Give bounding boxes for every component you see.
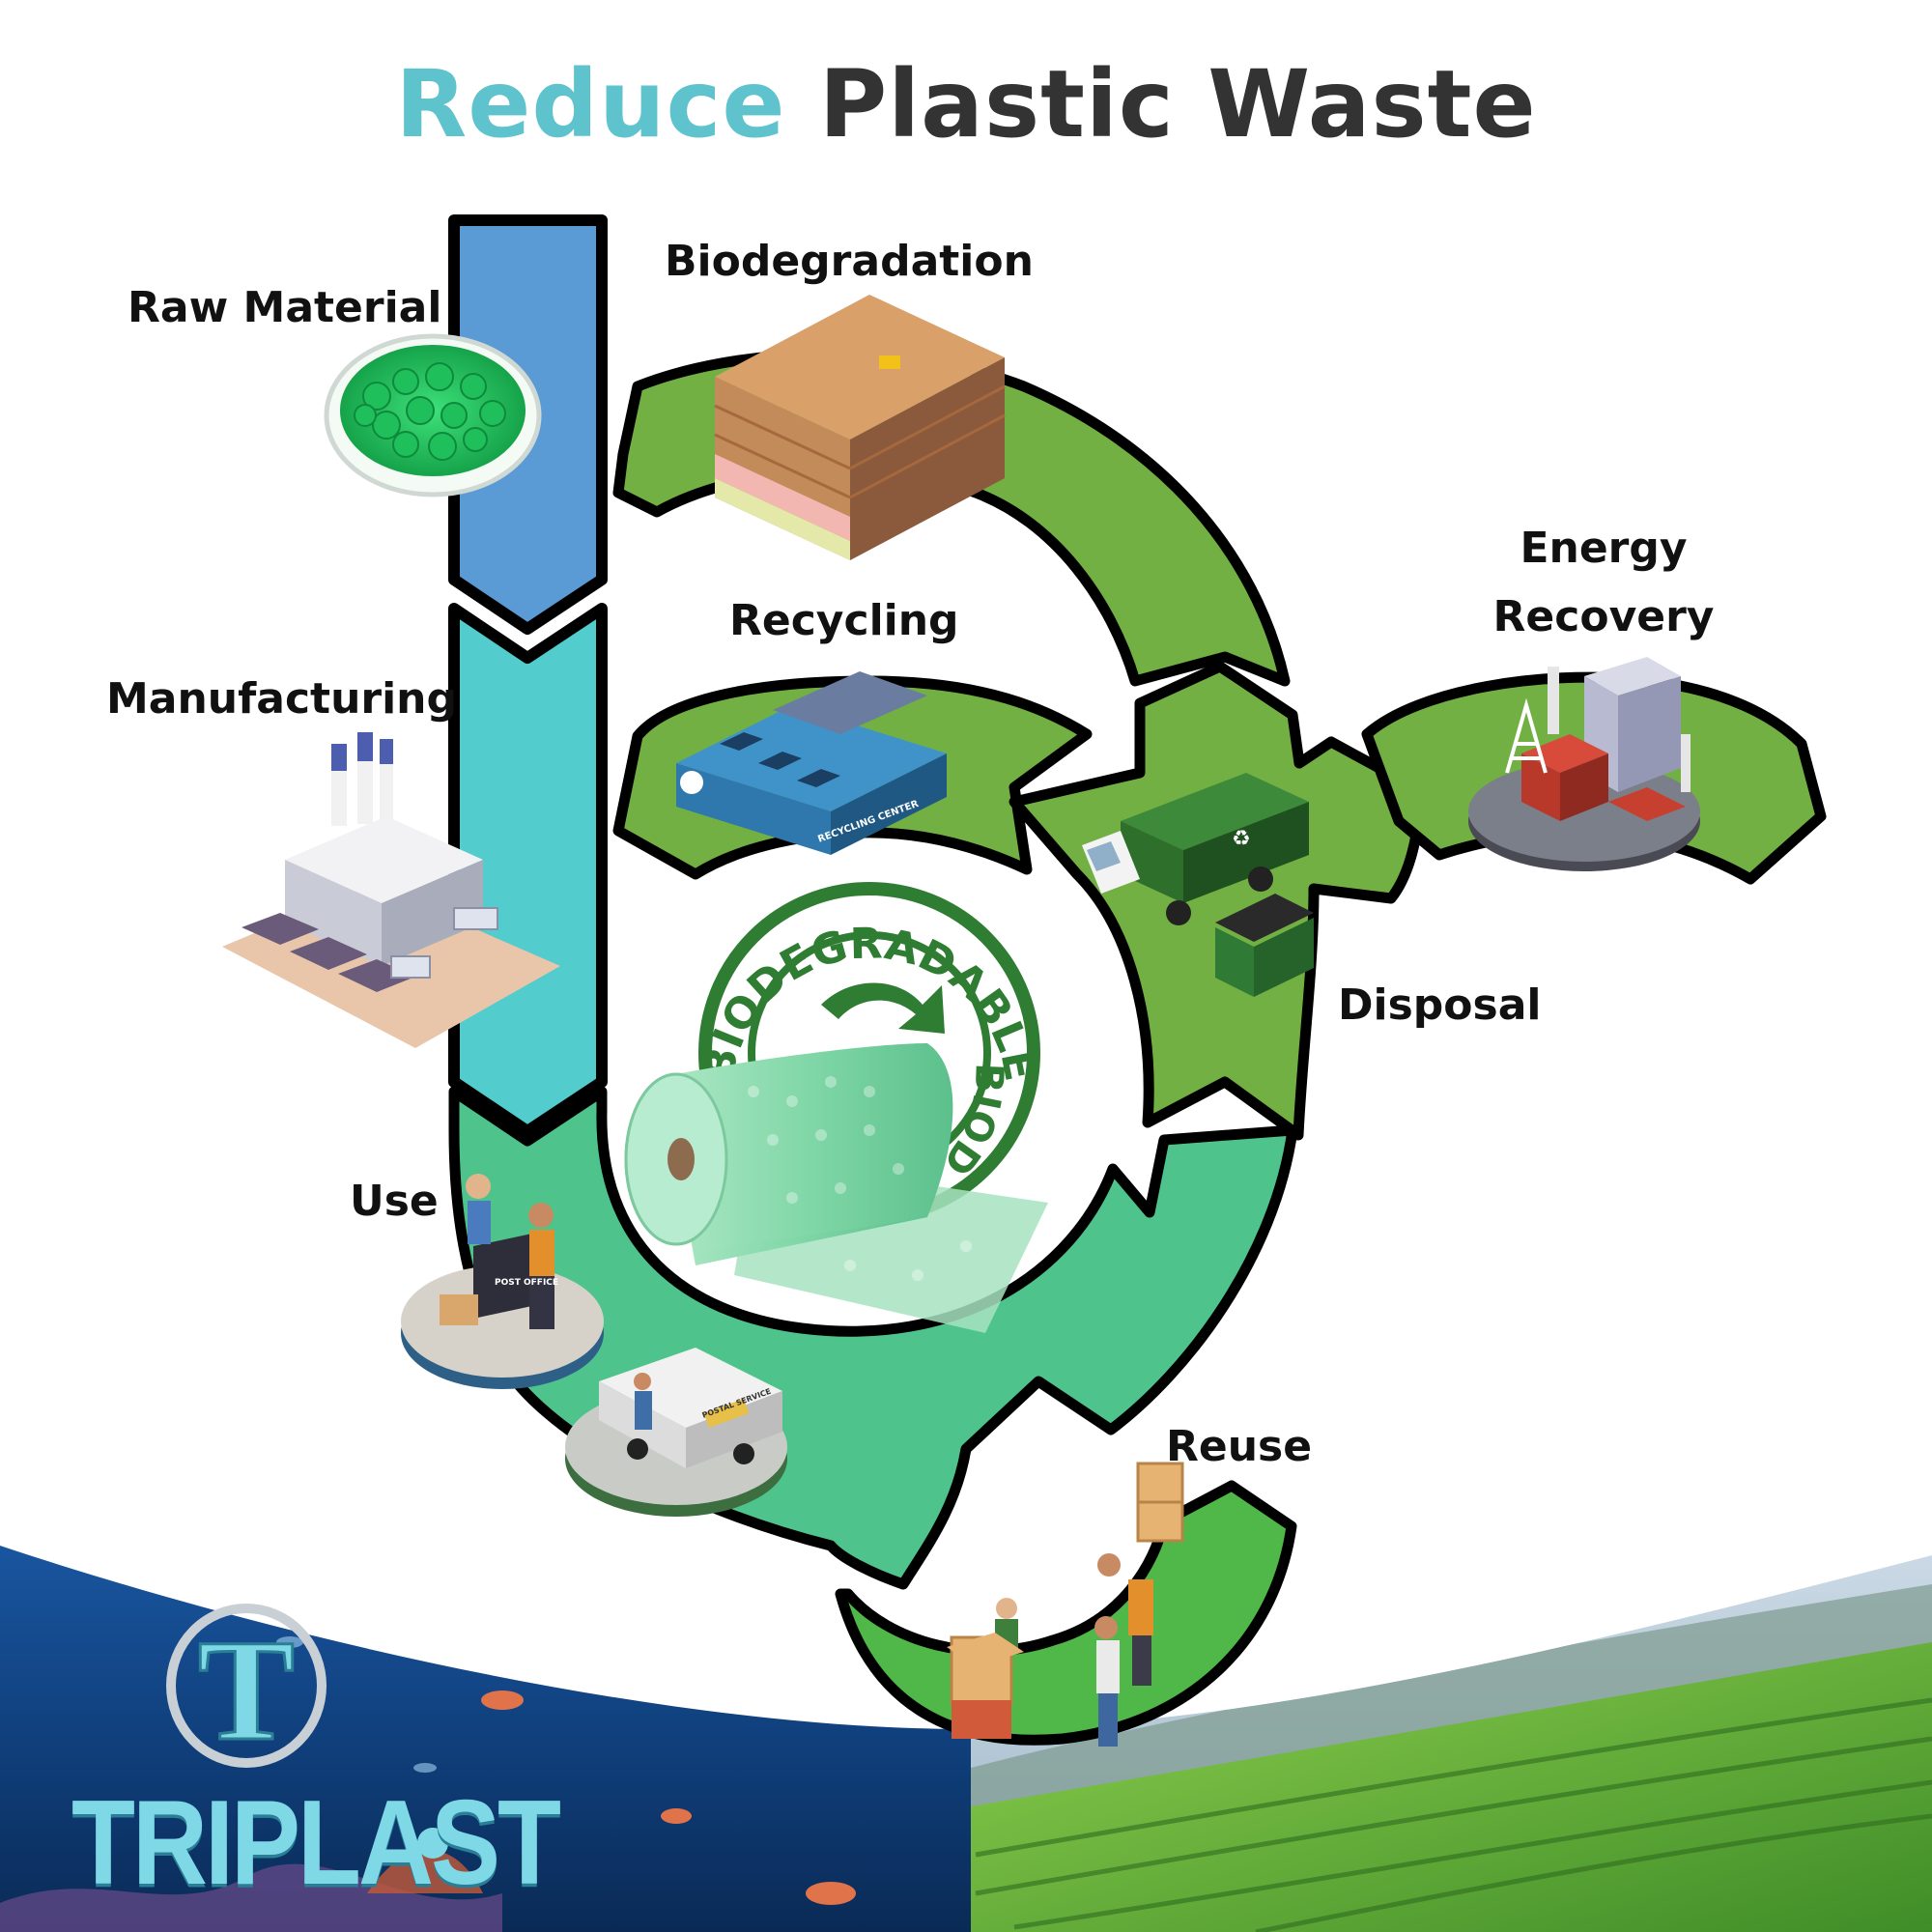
label-use: Use [350, 1177, 439, 1226]
recycling-center-icon: RECYCLING CENTER [676, 671, 947, 855]
label-reuse: Reuse [1166, 1422, 1313, 1471]
label-recycling: Recycling [729, 596, 959, 645]
label-energy-line1: Energy [1520, 524, 1688, 573]
garbage-truck-icon: ♻ [1082, 773, 1309, 925]
post-office-sign: POST OFFICE [495, 1278, 558, 1288]
factory-icon [222, 732, 560, 1048]
page-title: Reduce Plastic Waste [0, 50, 1932, 158]
landfill-icon [714, 295, 1006, 560]
recycle-arrow-icon [821, 982, 945, 1034]
label-disposal: Disposal [1338, 980, 1542, 1030]
label-recovery-line2: Recovery [1492, 592, 1715, 641]
truck-recycle-symbol: ♻ [1232, 827, 1251, 851]
bubble-wrap-roll-icon [624, 1043, 1048, 1333]
title-rest: Plastic Waste [818, 50, 1537, 158]
title-accent-word: Reduce [395, 50, 786, 158]
delivery-van-icon: POSTAL SERVICE [565, 1348, 787, 1517]
label-biodegradation: Biodegradation [665, 237, 1034, 286]
fish-group [481, 1690, 856, 1905]
triplast-logo-icon: T [166, 1604, 448, 1859]
triplast-logo-text: TRIPLAST [71, 1775, 561, 1910]
plastic-pellets-dish-icon [324, 333, 542, 497]
people-moving-boxes-icon [947, 1462, 1184, 1747]
dumpster-icon [1215, 894, 1314, 997]
logo-letter: T [198, 1610, 295, 1771]
label-manufacturing: Manufacturing [106, 674, 457, 724]
post-office-icon: POST OFFICE [401, 1174, 604, 1389]
power-plant-icon [1468, 657, 1700, 871]
label-raw-material: Raw Material [128, 283, 442, 332]
